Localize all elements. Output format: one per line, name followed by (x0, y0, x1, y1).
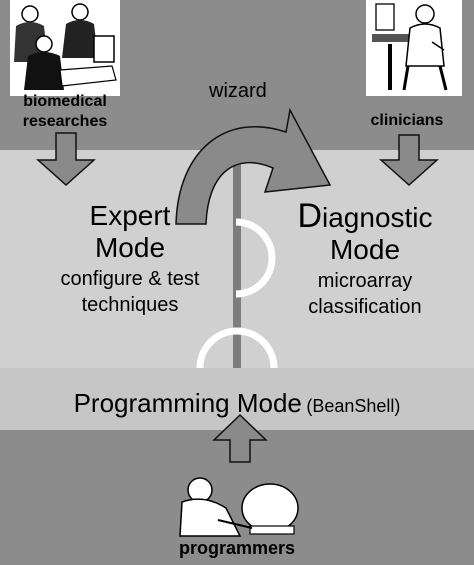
diagnostic-mode-desc-line2: classification (308, 296, 422, 318)
down-arrow-clinicians (379, 134, 439, 187)
up-arrow-programmers (212, 413, 268, 463)
programming-mode-panel: Programming Mode (BeanShell) (0, 388, 474, 419)
wizard-arrow (175, 107, 332, 225)
mode-divider (233, 150, 241, 368)
programmer-illustration-icon (179, 477, 299, 537)
programmers-label: programmers (178, 538, 296, 558)
expert-mode-title-line2: Mode (94, 232, 166, 263)
down-arrow-researchers (36, 132, 96, 187)
clinician-illustration-icon (366, 0, 462, 96)
expert-mode-desc-line1: configure & test (60, 268, 200, 290)
diagnostic-title-initial: D (297, 197, 323, 235)
diagnostic-mode-desc-line1: microarray (317, 270, 413, 292)
researchers-label: biomedical researches (10, 92, 120, 132)
expert-mode-panel: Expert Mode configure & test techniques (40, 200, 220, 318)
connector-ring-bottom (196, 327, 278, 369)
researchers-label-line2: researches (22, 113, 108, 130)
expert-mode-title-line1: Expert (89, 200, 171, 231)
expert-mode-desc-line2: techniques (81, 294, 179, 316)
diagnostic-mode-title-line2: Mode (329, 234, 401, 265)
diagnostic-title-rest: iagnostic (322, 202, 433, 233)
connector-ring-right (235, 218, 276, 298)
researchers-illustration-icon (10, 0, 120, 96)
diagnostic-mode-panel: Diagnostic Mode microarray classificatio… (270, 197, 460, 320)
programming-mode-title: Programming Mode (73, 388, 302, 418)
programming-mode-subtitle: (BeanShell) (306, 396, 401, 416)
wizard-label: wizard (209, 80, 267, 102)
researchers-label-line1: biomedical (23, 93, 107, 110)
clinicians-label: clinicians (370, 112, 444, 129)
diagnostic-mode-title-line1: Diagnostic (270, 197, 460, 235)
